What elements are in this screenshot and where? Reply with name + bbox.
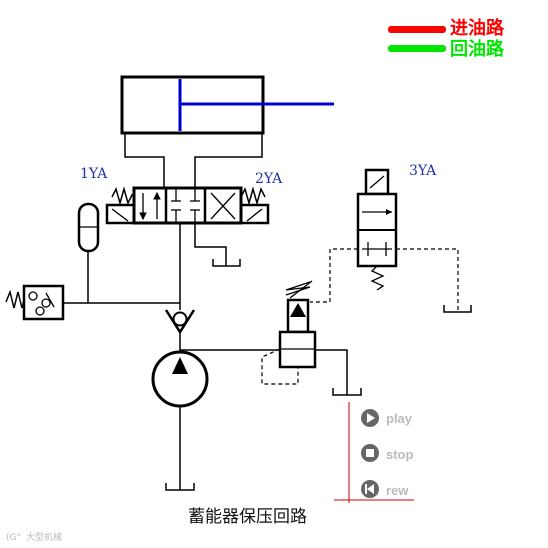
- relief-adjust-arrow: [289, 280, 313, 299]
- watermark: (G° 大型机械: [6, 531, 62, 543]
- valve-body: [132, 186, 243, 225]
- rewind-icon-glyph: [367, 484, 374, 494]
- pump-direction-arrow: [172, 357, 188, 374]
- valve-cross-2: [210, 192, 236, 220]
- hydraulic-pump: [151, 350, 209, 491]
- legend-return-label: 回油路: [450, 38, 505, 60]
- valve-spring-left: [111, 186, 135, 206]
- play-icon-glyph: [367, 413, 375, 423]
- coil-label-1ya: 1YA: [80, 166, 108, 182]
- legend-supply-swatch: [388, 26, 446, 33]
- solenoid-drain-line: [396, 248, 459, 312]
- accumulator: [77, 202, 100, 253]
- relief-valve: [261, 280, 317, 385]
- hydraulic-cylinder: [120, 75, 334, 188]
- relief-spring: [285, 281, 311, 296]
- legend: 进油路 回油路: [388, 17, 505, 60]
- solenoid-upper-arrowhead: [386, 209, 392, 215]
- play-label: play: [386, 411, 413, 426]
- watermark-text: 大型机械: [26, 531, 62, 543]
- solenoid-coil-mark: [369, 175, 385, 189]
- rewind-icon-bar: [365, 484, 367, 494]
- pressure-switch-spring: [5, 289, 25, 309]
- relief-tank-icon: [332, 388, 362, 396]
- legend-supply-label: 进油路: [450, 17, 505, 39]
- relief-supply-line: [180, 349, 362, 396]
- pressure-switch-arm: [45, 292, 55, 308]
- check-valve-ball: [172, 311, 188, 327]
- valve-solenoid-left: [111, 208, 129, 222]
- legend-return-swatch: [388, 45, 446, 52]
- pressure-switch: [5, 284, 65, 321]
- play-button[interactable]: play: [361, 409, 413, 427]
- rew-label: rew: [386, 483, 409, 498]
- valve-return-line: [194, 223, 227, 266]
- directional-valve: [105, 186, 270, 225]
- coil-label-3ya: 3YA: [409, 163, 437, 179]
- cylinder-port-line-right: [194, 133, 263, 188]
- pressure-line: [64, 223, 181, 310]
- valve-arrowhead-a: [139, 212, 147, 221]
- valve-spring-right: [240, 186, 266, 206]
- diagram-caption: 蓄能器保压回路: [188, 507, 307, 527]
- relief-pilot-arrow: [290, 303, 306, 317]
- solenoid-tank-icon: [443, 305, 472, 313]
- pump-tank-icon: [165, 483, 195, 491]
- valve-end-left: [105, 203, 136, 225]
- stop-icon-glyph: [366, 449, 374, 457]
- pressure-branch-line: [87, 250, 180, 304]
- playback-controls: play stop rew: [334, 402, 414, 503]
- pressure-switch-contact-1: [28, 291, 38, 301]
- coil-label-2ya: 2YA: [255, 171, 283, 187]
- rew-button[interactable]: rew: [361, 480, 409, 498]
- valve-solenoid-right: [246, 208, 263, 222]
- pressure-switch-contact-2: [41, 298, 51, 308]
- solenoid-spring: [370, 265, 385, 291]
- valve-tank-line: [194, 223, 241, 267]
- watermark-logo-icon: (G°: [6, 533, 21, 543]
- tank-icon: [212, 259, 241, 267]
- stop-button[interactable]: stop: [361, 444, 414, 462]
- relief-outlet-line: [315, 349, 348, 395]
- stop-label: stop: [386, 447, 414, 462]
- pressure-switch-contact-3: [35, 306, 45, 316]
- solenoid-valve-3ya: [310, 168, 472, 313]
- check-valve: [164, 309, 196, 352]
- valve-end-right: [239, 203, 270, 225]
- valve-arrowhead-b: [153, 191, 161, 200]
- solenoid-pilot-line: [310, 248, 358, 303]
- cylinder-port-lines: [124, 133, 165, 188]
